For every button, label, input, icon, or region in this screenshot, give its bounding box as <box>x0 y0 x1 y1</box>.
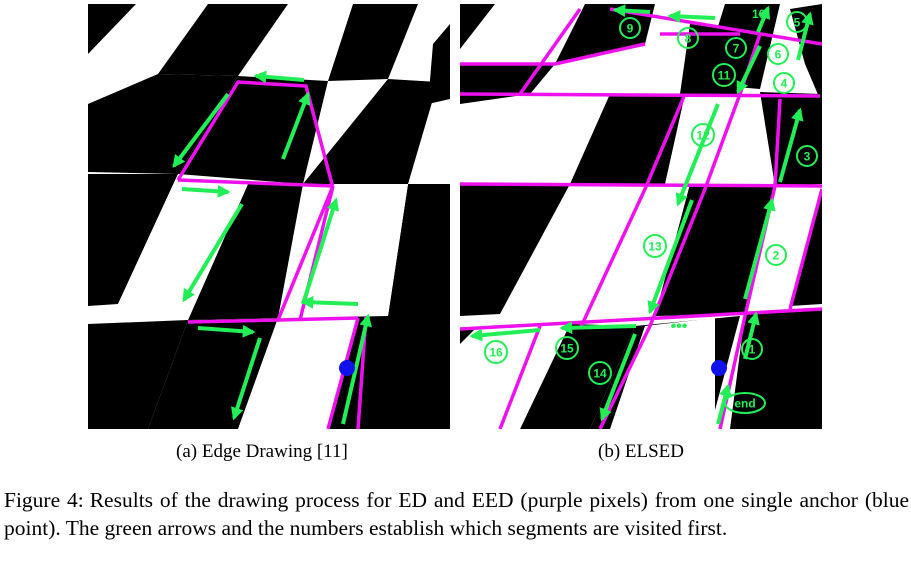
svg-text:13: 13 <box>648 240 662 254</box>
svg-text:16: 16 <box>489 346 503 360</box>
svg-text:8: 8 <box>685 32 692 46</box>
ellipsis-dots: ••• <box>671 318 688 335</box>
svg-text:9: 9 <box>627 22 634 36</box>
visit-arrows <box>469 4 814 425</box>
step-label-2: 2 <box>765 244 787 266</box>
svg-text:end: end <box>734 397 755 411</box>
step-label-6: 6 <box>767 43 789 65</box>
svg-text:2: 2 <box>773 249 780 263</box>
step-label-5: 5 <box>786 11 808 33</box>
step-label-7: 7 <box>725 37 747 59</box>
svg-text:1: 1 <box>749 343 756 357</box>
step-label-13: 13 <box>643 234 667 258</box>
step-label-end: end <box>724 392 766 414</box>
svg-text:6: 6 <box>775 48 782 62</box>
step-labels: 1 2 3 4 5 6 7 8 9 10 11 12 13 14 15 16 e… <box>484 7 818 414</box>
svg-text:15: 15 <box>560 342 574 356</box>
figure-caption-text: Results of the drawing process for ED an… <box>4 488 910 540</box>
step-label-11: 11 <box>712 63 736 87</box>
subcaption-a: (a) Edge Drawing [11] <box>176 441 348 462</box>
svg-text:3: 3 <box>804 150 811 164</box>
panel-elsed: 1 2 3 4 5 6 7 8 9 10 11 12 13 14 15 16 e… <box>460 4 822 429</box>
step-label-15: 15 <box>555 336 579 360</box>
figure-label: Figure 4: <box>4 488 84 512</box>
panel-edge-drawing <box>88 4 450 429</box>
svg-text:14: 14 <box>593 367 607 381</box>
svg-text:4: 4 <box>781 77 788 91</box>
subcaption-b: (b) ELSED <box>598 441 685 462</box>
edge-drawing-image <box>88 4 450 429</box>
elsed-image: 1 2 3 4 5 6 7 8 9 10 11 12 13 14 15 16 e… <box>460 4 822 429</box>
step-label-16: 16 <box>484 340 508 364</box>
svg-text:7: 7 <box>733 42 740 56</box>
step-label-9: 9 <box>619 17 641 39</box>
step-label-1: 1 <box>741 338 763 360</box>
step-label-10: 10 <box>752 7 766 21</box>
svg-text:5: 5 <box>794 16 801 30</box>
figure-caption: Figure 4:Results of the drawing process … <box>4 486 909 542</box>
step-label-3: 3 <box>796 145 818 167</box>
step-label-4: 4 <box>773 72 795 94</box>
step-label-12: 12 <box>691 123 715 147</box>
step-label-14: 14 <box>588 361 612 385</box>
visit-arrows <box>172 70 372 425</box>
svg-text:11: 11 <box>718 69 731 83</box>
step-label-8: 8 <box>677 27 699 49</box>
anchor-point <box>339 360 355 376</box>
anchor-point <box>711 360 727 376</box>
svg-text:12: 12 <box>696 129 710 143</box>
